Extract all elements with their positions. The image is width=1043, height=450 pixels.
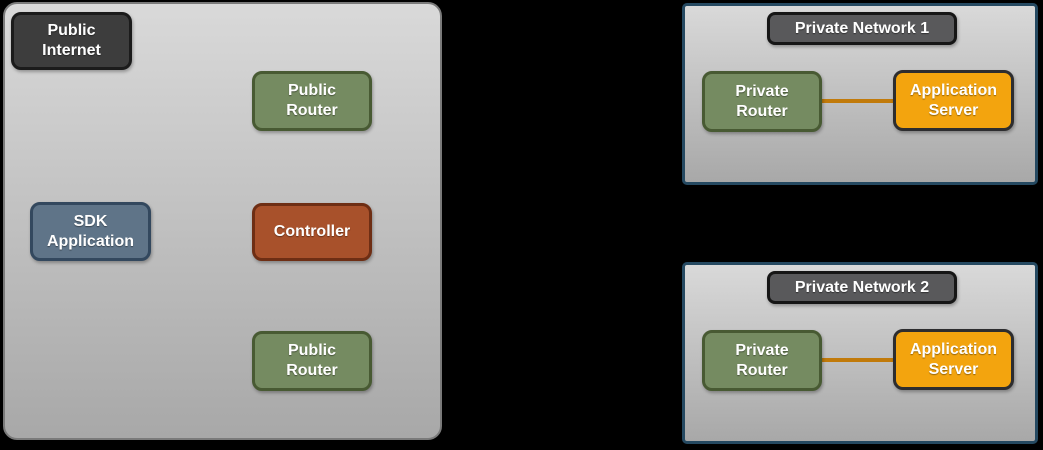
edge-private-router-1-to-application-server-1 — [819, 99, 896, 103]
private-network-1-title-label: Private Network 1 — [794, 19, 930, 37]
node-application-server-1: Application Server — [893, 70, 1014, 131]
private-network-1-zone: Private Network 1 Private Router Applica… — [682, 3, 1038, 185]
public-internet-zone: Public Internet Public Router SDK Applic… — [3, 2, 442, 440]
private-network-2-zone: Private Network 2 Private Router Applica… — [682, 262, 1038, 444]
node-controller: Controller — [252, 203, 372, 261]
edge-private-router-2-to-application-server-2 — [819, 358, 896, 362]
private-network-1-title: Private Network 1 — [767, 12, 957, 45]
node-public-internet: Public Internet — [11, 12, 132, 70]
node-sdk-application-label: SDK Application — [46, 212, 135, 250]
node-public-router-bottom: Public Router — [252, 331, 372, 391]
node-application-server-2: Application Server — [893, 329, 1014, 390]
node-sdk-application: SDK Application — [30, 202, 151, 261]
node-private-router-1-label: Private Router — [735, 82, 789, 120]
node-public-router-bottom-label: Public Router — [286, 342, 338, 379]
private-network-2-title: Private Network 2 — [767, 271, 957, 304]
node-public-internet-label: Public Internet — [42, 22, 101, 59]
node-public-router-top-label: Public Router — [286, 82, 338, 119]
node-application-server-2-label: Application Server — [909, 340, 998, 378]
node-private-router-1: Private Router — [702, 71, 822, 132]
node-public-router-top: Public Router — [252, 71, 372, 131]
node-application-server-1-label: Application Server — [909, 81, 998, 119]
node-controller-label: Controller — [273, 223, 351, 240]
node-private-router-2: Private Router — [702, 330, 822, 391]
node-private-router-2-label: Private Router — [735, 341, 789, 379]
private-network-2-title-label: Private Network 2 — [794, 278, 930, 296]
